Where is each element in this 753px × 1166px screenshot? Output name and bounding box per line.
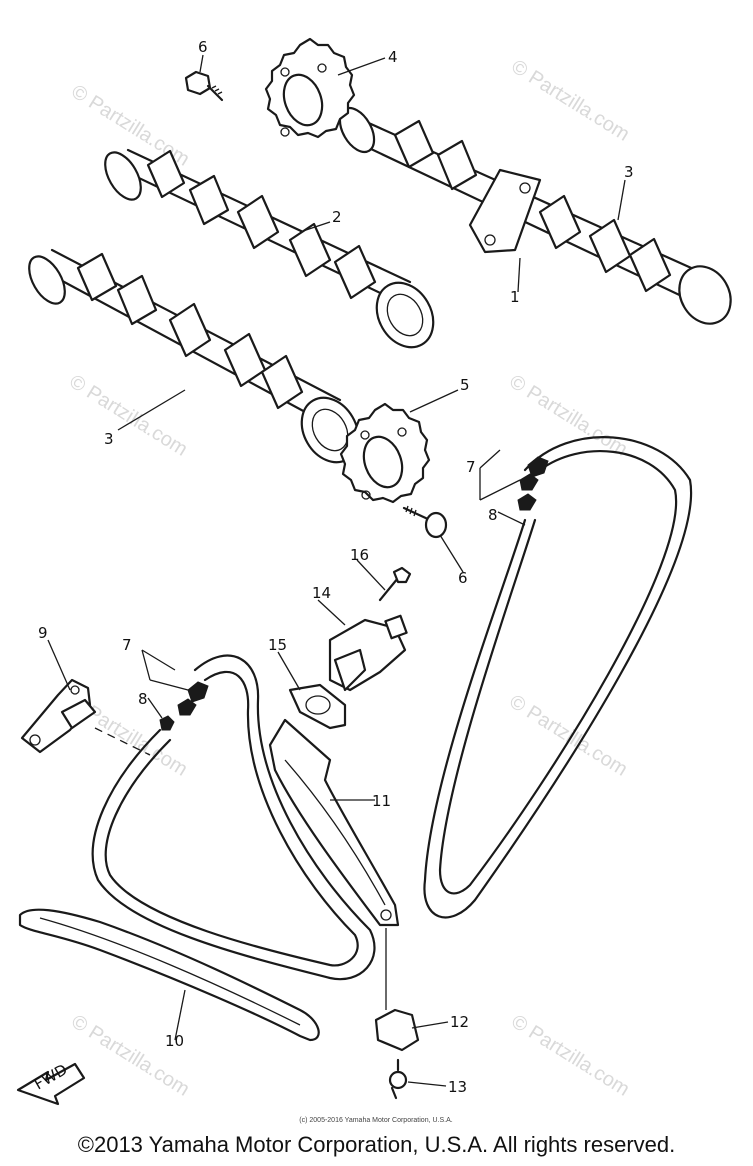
camshaft-3-left[interactable] [22, 248, 370, 472]
callout-1: 1 [510, 288, 520, 306]
watermark: © Partzilla.com [67, 1011, 193, 1101]
camshaft-2[interactable] [98, 146, 445, 357]
chain-damper-9[interactable] [20, 678, 151, 756]
cam-sprocket-5[interactable] [339, 402, 431, 504]
forward-direction-arrow: FWD [16, 1060, 86, 1106]
callout-8: 8 [138, 690, 148, 708]
callout-5: 5 [460, 376, 470, 394]
camshaft-cap-1[interactable] [468, 168, 542, 254]
footer-copyright: ©2013 Yamaha Motor Corporation, U.S.A. A… [77, 1132, 676, 1157]
callout-3: 3 [624, 163, 634, 181]
bolt-13[interactable] [388, 1058, 408, 1100]
callout-7: 7 [466, 458, 476, 476]
watermark: © Partzilla.com [65, 371, 191, 461]
timing-chain-left[interactable] [91, 654, 376, 981]
callout-2: 2 [332, 208, 342, 226]
bolt-16[interactable] [378, 566, 412, 602]
leader-lines [47, 54, 626, 1087]
callout-4: 4 [388, 48, 398, 66]
callout-13: 13 [448, 1078, 467, 1096]
callout-10: 10 [165, 1032, 184, 1050]
tensioner-gasket-15[interactable] [288, 683, 347, 730]
watermark: © Partzilla.com [67, 81, 193, 171]
stopper-guide-12[interactable] [374, 928, 420, 1052]
callouts: 6 4 2 3 1 3 5 7 8 6 16 14 15 9 7 8 11 10… [38, 38, 634, 1096]
watermark: © Partzilla.com [505, 691, 631, 781]
callout-8: 8 [488, 506, 498, 524]
callout-9: 9 [38, 624, 48, 642]
small-copyright: (c) 2005-2016 Yamaha Motor Corporation, … [299, 1117, 452, 1124]
callout-6: 6 [198, 38, 208, 56]
callout-12: 12 [450, 1013, 469, 1031]
watermark: © Partzilla.com [505, 371, 631, 461]
callout-16: 16 [350, 546, 369, 564]
chain-tensioner-14[interactable] [328, 614, 408, 692]
timing-chain-right[interactable] [423, 436, 693, 919]
camshaft-3-right[interactable] [333, 102, 741, 333]
chain-guide-10[interactable] [18, 908, 320, 1042]
watermark: © Partzilla.com [507, 1011, 633, 1101]
callout-15: 15 [268, 636, 287, 654]
watermark: © Partzilla.com [507, 56, 633, 146]
callout-7: 7 [122, 636, 132, 654]
callout-3: 3 [104, 430, 114, 448]
chain-guide-11[interactable] [268, 718, 400, 927]
callout-6: 6 [458, 569, 468, 587]
cam-sprocket-4[interactable] [264, 37, 356, 139]
bolt-6-bottom[interactable] [402, 505, 448, 539]
bolt-6-top[interactable] [184, 70, 224, 102]
callout-14: 14 [312, 584, 331, 602]
callout-11: 11 [372, 792, 391, 810]
